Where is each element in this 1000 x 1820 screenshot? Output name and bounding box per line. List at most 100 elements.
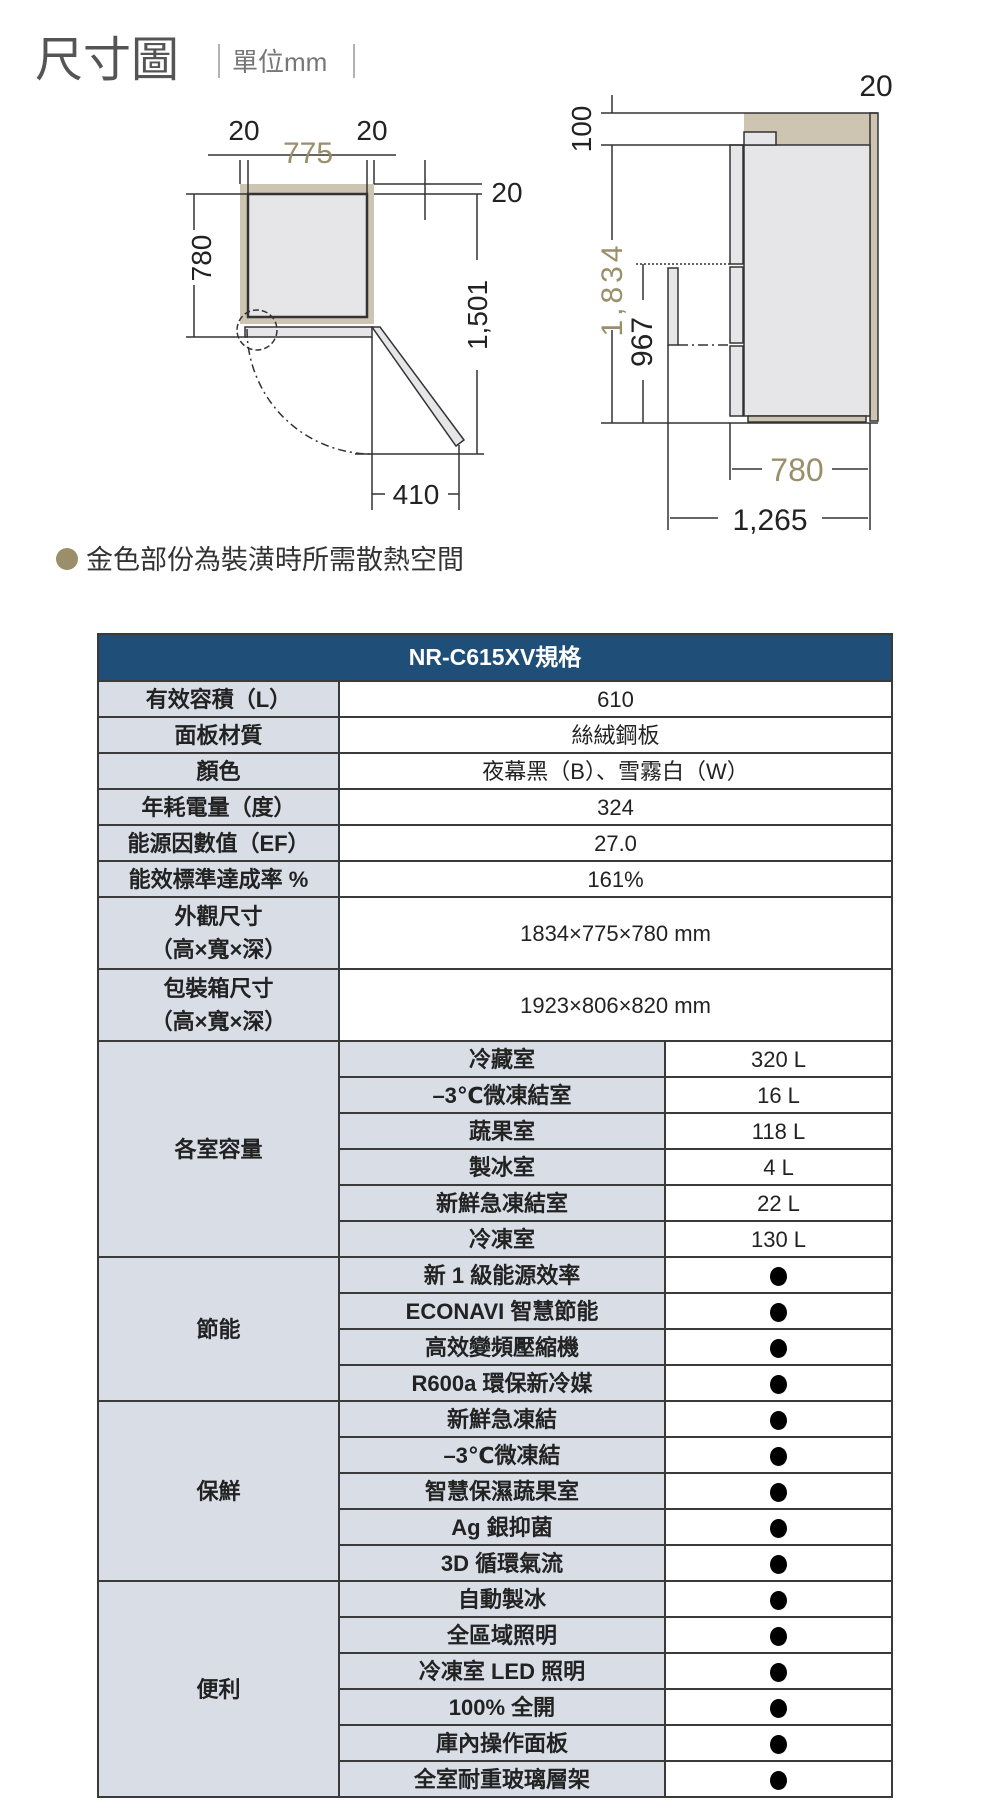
spec-item-value: 22 L <box>663 1184 894 1222</box>
spec-item-name: –3℃微凍結室 <box>338 1076 666 1114</box>
door-closed <box>244 326 373 338</box>
spec-item-name: 製冰室 <box>338 1148 666 1186</box>
drawer-open <box>667 267 679 346</box>
spec-label-line: 外觀尺寸 <box>174 904 263 929</box>
spec-sub-row: 節能新 1 級能源效率 <box>97 1256 894 1402</box>
spec-item-value: 4 L <box>663 1148 894 1186</box>
side-depth: 780 <box>770 452 823 488</box>
spec-row: 顏色夜幕黑（B）、雪霧白（W） <box>97 752 894 790</box>
spec-sub-row: 全室耐重玻璃層架 <box>98 1760 894 1798</box>
feature-dot-icon <box>770 1519 788 1539</box>
spec-item-name: Ag 銀抑菌 <box>338 1508 666 1546</box>
spec-sub-row: 冷凍室 LED 照明 <box>98 1652 894 1690</box>
spec-row: 包裝箱尺寸 （高×寬×深） 1923×806×820 mm <box>97 968 894 1042</box>
spec-item-name: 蔬果室 <box>338 1112 666 1150</box>
spec-item-name: ECONAVI 智慧節能 <box>338 1292 666 1330</box>
spec-item-value <box>663 1508 894 1546</box>
spec-item-name: 冷凍室 <box>338 1220 666 1258</box>
feature-dot-icon <box>770 1303 788 1323</box>
top-depth: 780 <box>186 235 217 282</box>
spec-label-line: （高×寬×深） <box>150 1009 287 1034</box>
spec-item-name: 100% 全開 <box>338 1688 666 1726</box>
door-upper <box>729 144 744 265</box>
spec-item-value: 16 L <box>663 1076 894 1114</box>
spec-group-label: 便利 <box>97 1580 340 1798</box>
spec-label: 能效標準達成率 % <box>97 860 340 898</box>
spec-label: 面板材質 <box>97 716 340 754</box>
spec-item-value <box>663 1400 894 1438</box>
side-clearance-back: 20 <box>859 70 892 103</box>
door-open <box>370 326 466 448</box>
side-depth-door-open: 1,265 <box>732 504 807 537</box>
spec-label: 年耗電量（度） <box>97 788 340 826</box>
spec-item-name: 新 1 級能源效率 <box>338 1256 666 1294</box>
door-middle <box>729 266 744 344</box>
spec-sub-row: 全區域照明 <box>98 1616 894 1654</box>
spec-label: 顏色 <box>97 752 340 790</box>
spec-label: 包裝箱尺寸 （高×寬×深） <box>97 968 340 1042</box>
spec-group-label: 節能 <box>97 1256 340 1402</box>
spec-item-value <box>663 1364 894 1402</box>
spec-row: 能源因數值（EF）27.0 <box>97 824 894 862</box>
spec-value: 夜幕黑（B）、雪霧白（W） <box>337 752 894 790</box>
spec-item-value: 118 L <box>663 1112 894 1150</box>
spec-label: 有效容積（L） <box>97 680 340 718</box>
spec-label: 外觀尺寸 （高×寬×深） <box>97 896 340 970</box>
side-clearance-top: 100 <box>566 106 597 153</box>
spec-item-value: 320 L <box>663 1040 894 1078</box>
spec-row: 面板材質絲絨鋼板 <box>97 716 894 754</box>
spec-sub-row: 100% 全開 <box>98 1688 894 1726</box>
spec-item-value <box>663 1436 894 1474</box>
clearance-back <box>869 112 879 422</box>
spec-label-line: 包裝箱尺寸 <box>163 976 274 1001</box>
spec-item-name: 全室耐重玻璃層架 <box>338 1760 666 1798</box>
spec-row: 有效容積（L）610 <box>97 680 894 718</box>
feature-dot-icon <box>770 1771 788 1791</box>
top-door-swing: 410 <box>393 479 440 510</box>
diagram-title: 尺寸圖 <box>35 34 179 87</box>
spec-sub-row: 3D 循環氣流 <box>98 1544 894 1582</box>
unit-label: 單位mm <box>232 47 327 77</box>
spec-row: 能效標準達成率 %161% <box>97 860 894 898</box>
spec-value: 161% <box>337 860 894 898</box>
spec-value: 324 <box>337 788 894 826</box>
feature-dot-icon <box>770 1735 788 1755</box>
spec-item-value <box>663 1760 894 1798</box>
spec-item-name: 自動製冰 <box>338 1580 666 1618</box>
door-lower <box>729 345 744 417</box>
spec-row: 年耗電量（度）324 <box>97 788 894 826</box>
spec-item-value <box>663 1580 894 1618</box>
spec-sub-row: 保鮮新鮮急凍結 <box>97 1400 894 1582</box>
spec-group-label: 各室容量 <box>97 1040 340 1258</box>
feature-dot-icon <box>770 1375 788 1395</box>
top-door-open-depth: 1,501 <box>462 280 493 350</box>
spec-sub-row: 便利自動製冰 <box>97 1580 894 1798</box>
spec-item-name: 智慧保濕蔬果室 <box>338 1472 666 1510</box>
spec-sub-row: Ag 銀抑菌 <box>98 1508 894 1546</box>
spec-item-name: 新鮮急凍結 <box>338 1400 666 1438</box>
spec-item-name: 冷凍室 LED 照明 <box>338 1652 666 1690</box>
spec-item-value <box>663 1292 894 1330</box>
spec-value: 1923×806×820 mm <box>337 968 894 1042</box>
spec-sub-row: 高效變頻壓縮機 <box>98 1328 894 1366</box>
top-clearance-left: 20 <box>228 115 259 146</box>
spec-item-value <box>663 1616 894 1654</box>
feature-dot-icon <box>770 1627 788 1647</box>
spec-sub-row: ECONAVI 智慧節能 <box>98 1292 894 1330</box>
spec-group-label: 保鮮 <box>97 1400 340 1582</box>
spec-item-value <box>663 1256 894 1294</box>
spec-row: 外觀尺寸（高×寬×深）1834×775×780 mm <box>97 896 894 970</box>
spec-item-value <box>663 1472 894 1510</box>
spec-item-name: 冷藏室 <box>338 1040 666 1078</box>
spec-table-title: NR-C615XV規格 <box>96 633 894 682</box>
spec-label-line: （高×寬×深） <box>150 937 287 962</box>
spec-item-value <box>663 1724 894 1762</box>
spec-item-name: –3℃微凍結 <box>338 1436 666 1474</box>
spec-item-name: 新鮮急凍結室 <box>338 1184 666 1222</box>
feature-dot-icon <box>770 1591 788 1611</box>
spec-item-value <box>663 1544 894 1582</box>
